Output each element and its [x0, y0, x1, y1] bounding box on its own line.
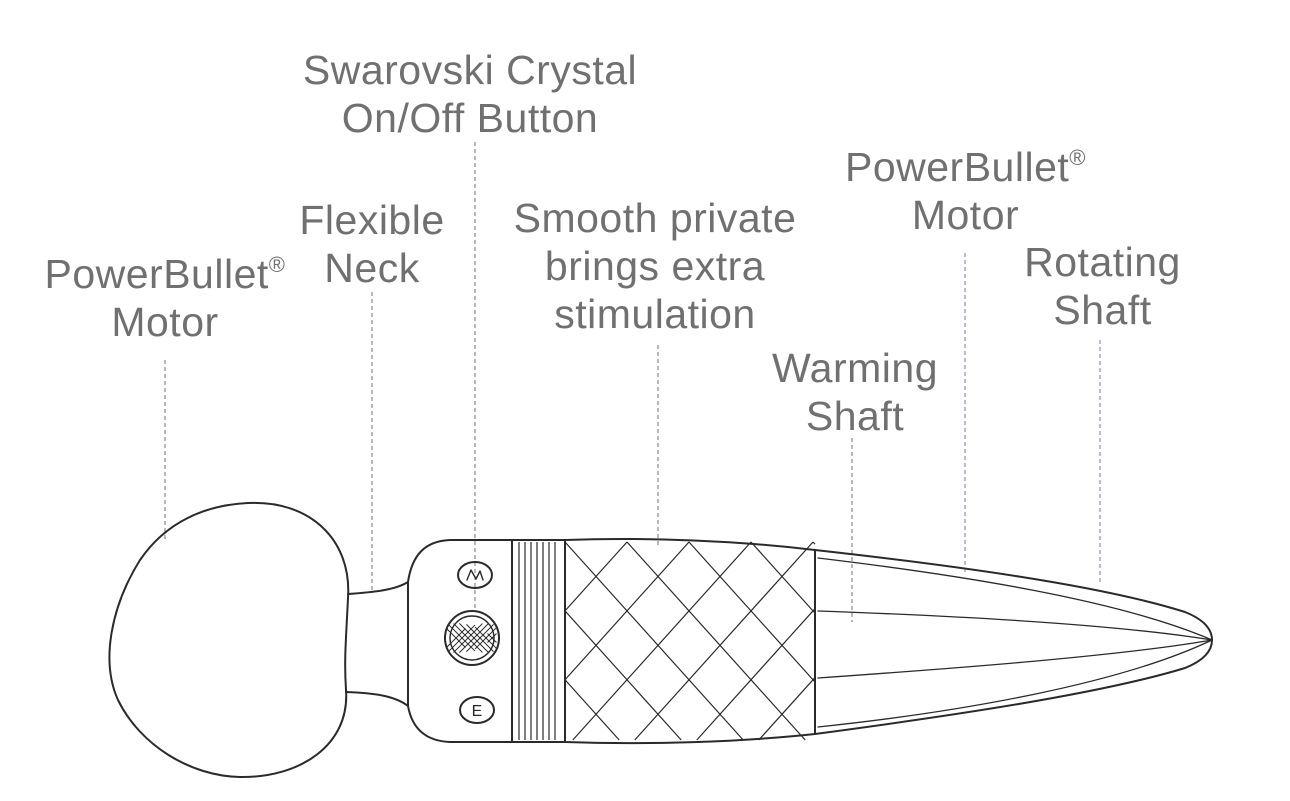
label-smooth-private: Smooth private brings extra stimulation	[513, 195, 797, 337]
crystal-button	[444, 610, 500, 666]
crystal-button-inner	[449, 615, 495, 661]
crystal-facet-line	[448, 624, 476, 652]
crystal-facet-line	[487, 633, 497, 643]
lattice-lines	[564, 541, 816, 741]
shaft-line-4	[817, 639, 1213, 728]
shaft-line-2	[817, 610, 1213, 641]
lattice-line	[758, 677, 816, 741]
lattice-line	[564, 541, 744, 741]
ribbed-collar	[511, 539, 566, 743]
lattice-line	[564, 541, 628, 612]
e-button-letter: E	[472, 703, 483, 720]
shaft-line-1	[817, 557, 1213, 641]
leader-lines	[164, 142, 1101, 622]
mode-button-symbol	[466, 569, 484, 581]
registered-mark: ®	[268, 252, 286, 277]
massage-head	[108, 501, 350, 779]
crystal-facet-line	[466, 624, 494, 652]
label-rotating-shaft: Rotating Shaft	[1024, 239, 1181, 333]
mode-button	[457, 561, 493, 589]
lattice-line	[564, 610, 682, 741]
lattice-line	[634, 541, 814, 741]
label-wand-motor: PowerBullet® Motor	[44, 251, 286, 345]
lattice-line	[564, 679, 620, 741]
flexible-neck	[347, 581, 409, 595]
lattice-line	[572, 541, 752, 741]
lattice-line	[688, 541, 816, 683]
crystal-facet-line	[474, 626, 498, 650]
crystal-facet-line	[453, 623, 483, 653]
registered-mark: ®	[1069, 145, 1086, 170]
label-shaft-motor: PowerBullet® Motor	[845, 144, 1086, 238]
e-button	[459, 696, 495, 724]
label-crystal-button: Swarovski Crystal On/Off Button	[302, 47, 638, 141]
crystal-facet-line	[459, 623, 489, 653]
lattice-line	[750, 541, 816, 614]
lattice-line	[626, 541, 806, 741]
tapered-shaft	[814, 549, 1213, 735]
label-flexible-neck: Flexible Neck	[299, 197, 445, 291]
device-outline: E	[108, 501, 1213, 779]
lattice-line	[564, 541, 690, 681]
shaft-line-3	[817, 639, 1213, 679]
crystal-grid	[446, 623, 498, 653]
label-warming-shaft: Warming Shaft	[772, 345, 938, 439]
lattice-line	[696, 608, 816, 741]
flexible-neck-lower	[345, 691, 409, 707]
collar-ribs	[518, 542, 556, 740]
